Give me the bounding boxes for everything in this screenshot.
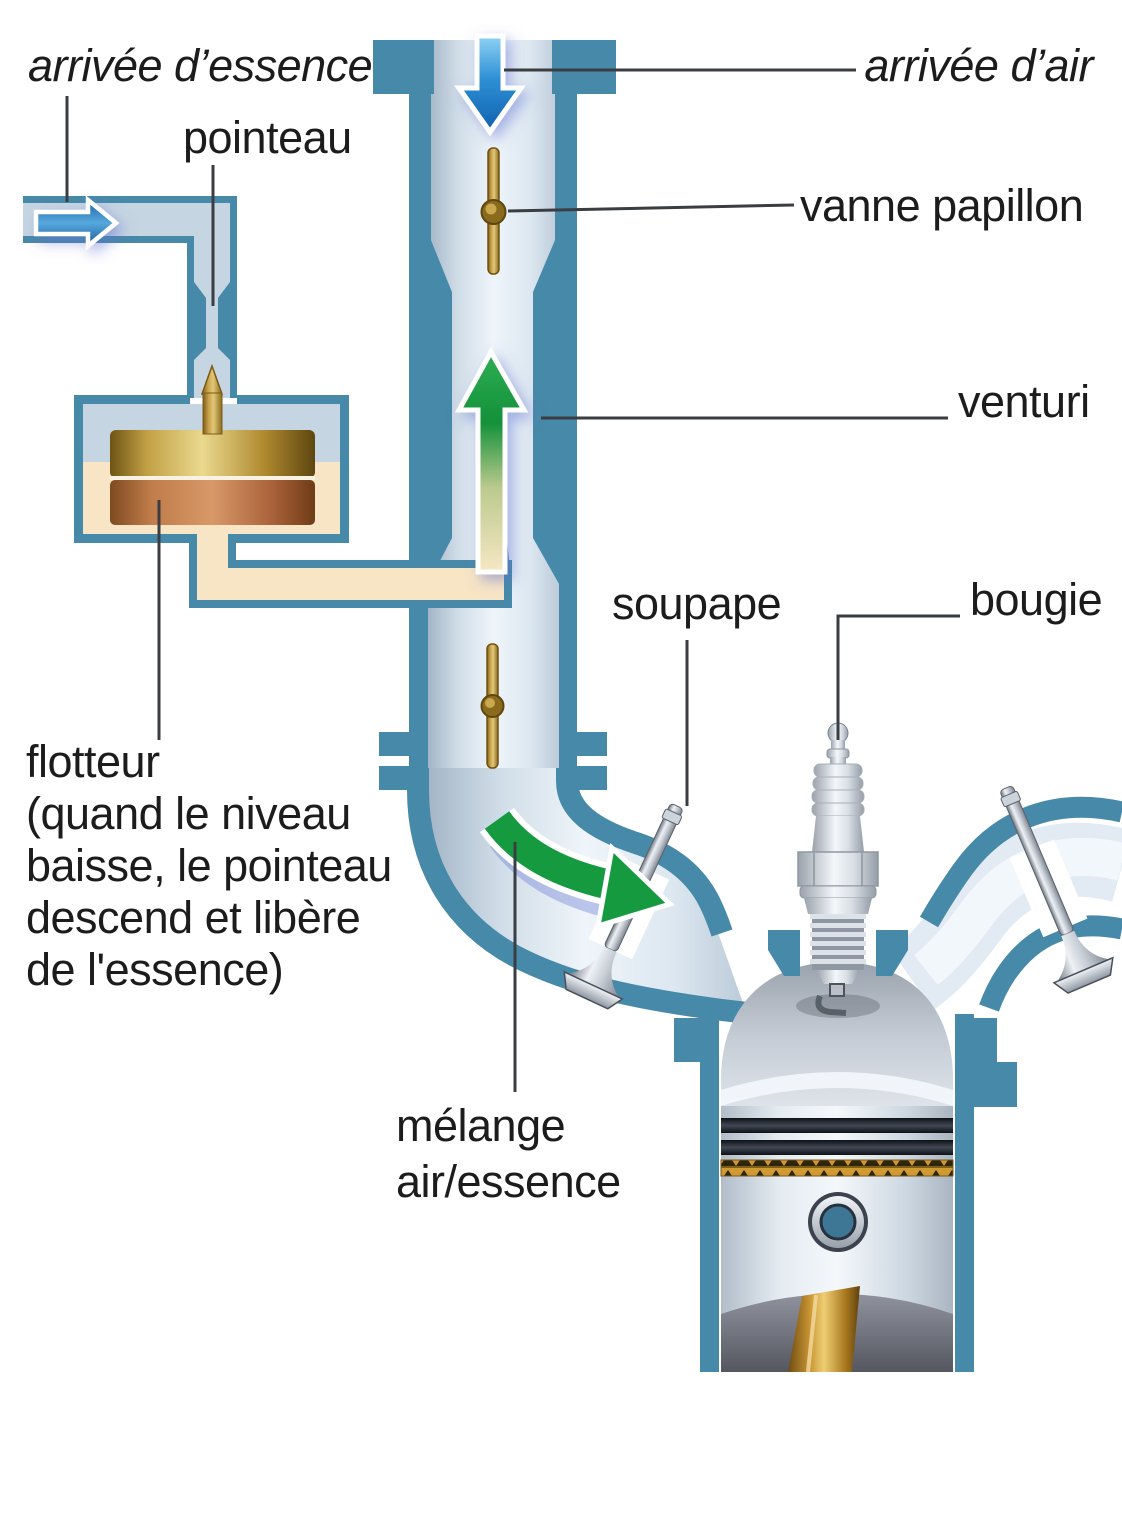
piston-oil-ring (720, 1159, 954, 1177)
plug-boss-left (768, 930, 800, 976)
exhaust-wall-bottom (979, 915, 1122, 1012)
leader-throttle (507, 203, 795, 213)
needle-seat-right (218, 282, 230, 360)
cylinder-walls (674, 1014, 1017, 1372)
runner-wall-inner (556, 768, 733, 937)
exhaust-wall-top (919, 796, 1122, 928)
exhaust-bore-highlight (913, 837, 1122, 985)
label-throttle: vanne papillon (800, 180, 1084, 231)
piston-ring-1 (721, 1118, 953, 1133)
airflow-up-arrow (454, 346, 529, 575)
air-horn-flange-right (552, 40, 616, 94)
label-fuel-inlet: arrivée d’essence (28, 40, 373, 91)
piston-ring-2 (721, 1140, 953, 1155)
label-valve: soupape (612, 578, 782, 629)
label-needle: pointeau (183, 112, 352, 163)
label-spark-plug: bougie (970, 574, 1103, 625)
label-venturi: venturi (958, 376, 1090, 427)
inlet-walls (23, 196, 237, 398)
fuel-line-fuel (197, 494, 504, 600)
exhaust-valve (1000, 786, 1114, 994)
leader-spark-plug (836, 614, 960, 740)
float (110, 430, 315, 525)
barrel-wall-right (533, 94, 577, 770)
label-float-note: flotteur (quand le niveau baisse, le poi… (26, 736, 392, 995)
piston-crown-highlight (721, 1072, 953, 1106)
label-air-inlet: arrivée d’air (864, 40, 1093, 91)
label-mixture: mélange air/essence (396, 1100, 621, 1207)
exhaust-runner (889, 796, 1122, 1012)
chamber-walls (74, 395, 349, 543)
mounting-flange-tabs (379, 732, 607, 790)
fuel-inlet-arrow (33, 195, 120, 251)
spark-plug-graphic (797, 722, 879, 1016)
piston-crown (721, 962, 953, 1108)
air-horn-flange-left (373, 40, 434, 94)
connecting-rod (788, 1286, 860, 1373)
air-inlet-arrow (454, 33, 526, 137)
fuel-line (189, 486, 512, 608)
engine (479, 722, 1122, 1373)
needle-valve (200, 363, 224, 435)
plug-boss-right (876, 930, 908, 976)
choke-butterfly-valve (480, 147, 507, 275)
throttle-butterfly-valve (480, 643, 505, 769)
wrist-pin (808, 1192, 868, 1252)
needle-seat-left (194, 282, 206, 360)
leader-lines (65, 68, 960, 1092)
plug-threads (810, 914, 866, 970)
